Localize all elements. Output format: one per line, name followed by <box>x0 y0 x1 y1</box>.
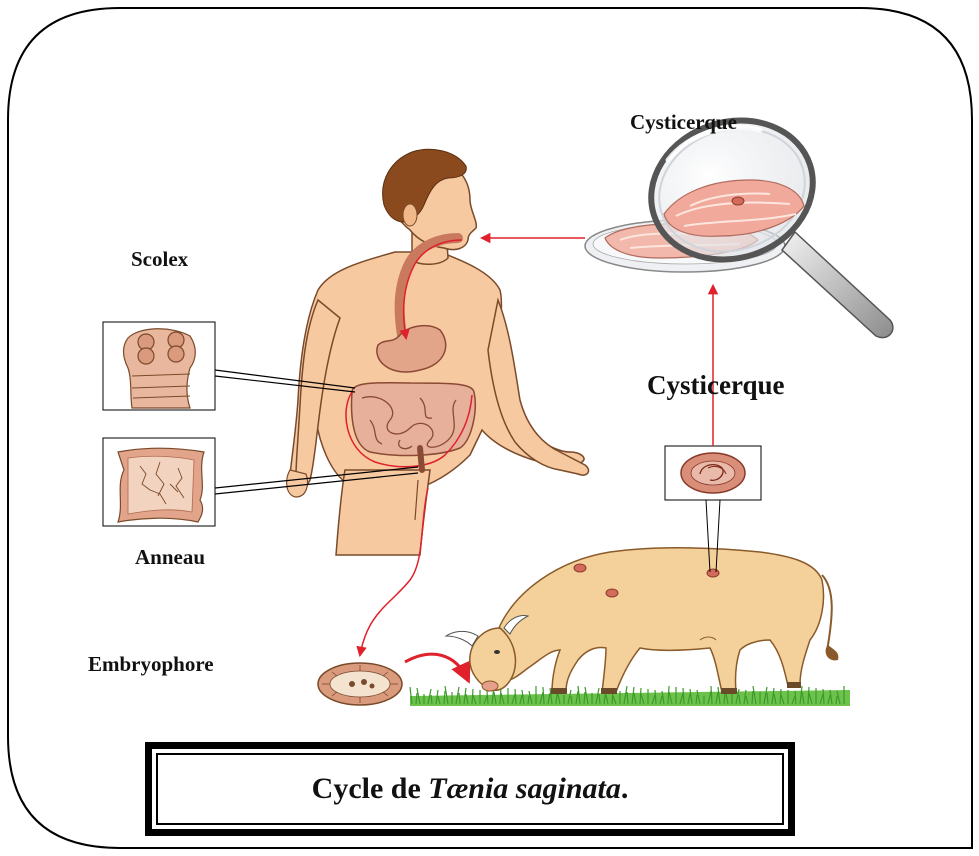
label-cysticerque-top: Cysticerque <box>630 110 737 135</box>
label-cysticerque-mid: Cysticerque <box>647 370 784 401</box>
label-scolex: Scolex <box>131 247 188 272</box>
embryophore-egg <box>318 663 402 705</box>
title-prefix: Cycle de <box>312 772 429 805</box>
label-embryophore: Embryophore <box>88 652 214 677</box>
title-suffix: . <box>621 772 629 805</box>
title-box: Cycle de Tænia saginata. <box>145 742 795 836</box>
diagram-title: Cycle de Tænia saginata. <box>312 772 629 806</box>
title-species: Tænia saginata <box>428 772 621 805</box>
title-inner-frame: Cycle de Tænia saginata. <box>156 753 784 825</box>
label-anneau: Anneau <box>135 545 205 570</box>
